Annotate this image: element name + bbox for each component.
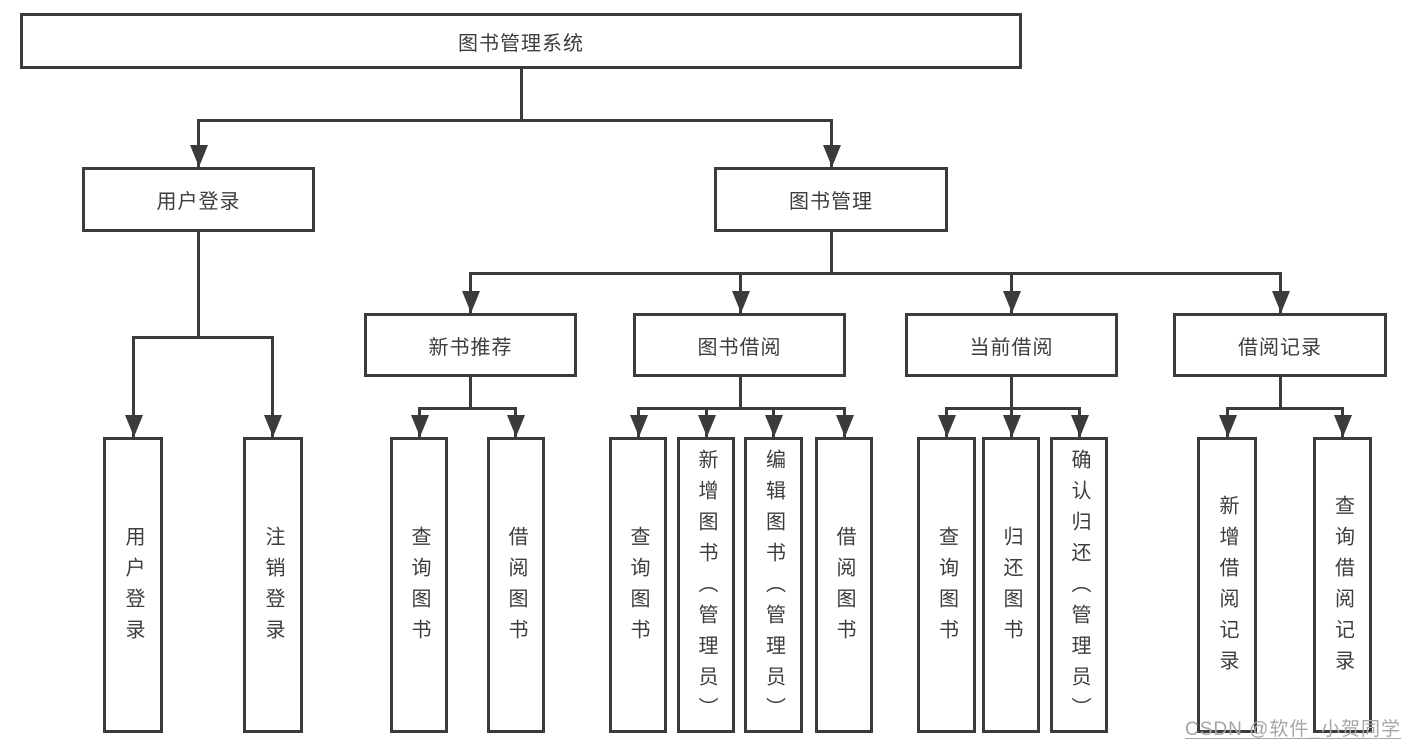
arrow-cb-leaf-1 bbox=[937, 407, 956, 437]
arrow-to-book-management bbox=[822, 119, 841, 167]
arrow-to-new-book-recommend bbox=[461, 272, 480, 313]
leaf-query-books-current: 查询图书 bbox=[917, 437, 976, 733]
leaf-confirm-return-admin: 确认归还（管理员） bbox=[1050, 437, 1108, 733]
leaf-edit-book-admin: 编辑图书（管理员） bbox=[744, 437, 803, 733]
leaf-borrow-books-recommend: 借阅图书 bbox=[487, 437, 545, 733]
connector-cb-stem bbox=[1010, 377, 1013, 407]
leaf-query-books-recommend: 查询图书 bbox=[390, 437, 448, 733]
node-current-borrow: 当前借阅 bbox=[905, 313, 1118, 377]
arrow-to-book-borrow bbox=[731, 272, 750, 313]
connector-root-bar bbox=[197, 119, 833, 122]
arrow-nbr-leaf-1 bbox=[410, 407, 429, 437]
node-user-login: 用户登录 bbox=[82, 167, 315, 232]
connector-root-stem bbox=[520, 69, 523, 119]
node-borrow-records: 借阅记录 bbox=[1173, 313, 1387, 377]
connector-userlogin-bar bbox=[132, 336, 274, 339]
node-new-book-recommend: 新书推荐 bbox=[364, 313, 577, 377]
leaf-add-book-admin: 新增图书（管理员） bbox=[677, 437, 735, 733]
connector-bookmgmt-stem bbox=[830, 232, 833, 272]
connector-br-bar bbox=[1226, 407, 1344, 410]
connector-bookmgmt-bar bbox=[469, 272, 1281, 275]
arrow-to-leaf-user-login bbox=[124, 336, 143, 437]
leaf-user-login: 用户登录 bbox=[103, 437, 163, 733]
leaf-borrow-books: 借阅图书 bbox=[815, 437, 873, 733]
node-book-management: 图书管理 bbox=[714, 167, 948, 232]
connector-br-stem bbox=[1279, 377, 1282, 407]
arrow-cb-leaf-3 bbox=[1070, 407, 1089, 437]
arrow-bb-leaf-4 bbox=[835, 407, 854, 437]
arrow-cb-leaf-2 bbox=[1002, 407, 1021, 437]
connector-nbr-stem bbox=[469, 377, 472, 407]
leaf-return-book: 归还图书 bbox=[982, 437, 1040, 733]
leaf-query-books-borrow: 查询图书 bbox=[609, 437, 667, 733]
arrow-bb-leaf-1 bbox=[629, 407, 648, 437]
arrow-to-borrow-records bbox=[1271, 272, 1290, 313]
leaf-query-borrow-record: 查询借阅记录 bbox=[1313, 437, 1372, 733]
connector-nbr-bar bbox=[418, 407, 517, 410]
node-book-borrow: 图书借阅 bbox=[633, 313, 846, 377]
node-root: 图书管理系统 bbox=[20, 13, 1022, 69]
arrow-nbr-leaf-2 bbox=[506, 407, 525, 437]
arrow-to-leaf-logout bbox=[263, 336, 282, 437]
arrow-to-user-login bbox=[189, 119, 208, 167]
csdn-watermark: CSDN @软件_小贺同学 bbox=[1185, 719, 1401, 740]
arrow-br-leaf-2 bbox=[1333, 407, 1352, 437]
arrow-bb-leaf-2 bbox=[697, 407, 716, 437]
connector-userlogin-stem bbox=[197, 232, 200, 336]
leaf-add-borrow-record: 新增借阅记录 bbox=[1197, 437, 1257, 733]
connector-bb-bar bbox=[637, 407, 845, 410]
leaf-logout: 注销登录 bbox=[243, 437, 303, 733]
arrow-to-current-borrow bbox=[1002, 272, 1021, 313]
arrow-br-leaf-1 bbox=[1218, 407, 1237, 437]
connector-bb-stem bbox=[739, 377, 742, 407]
arrow-bb-leaf-3 bbox=[764, 407, 783, 437]
